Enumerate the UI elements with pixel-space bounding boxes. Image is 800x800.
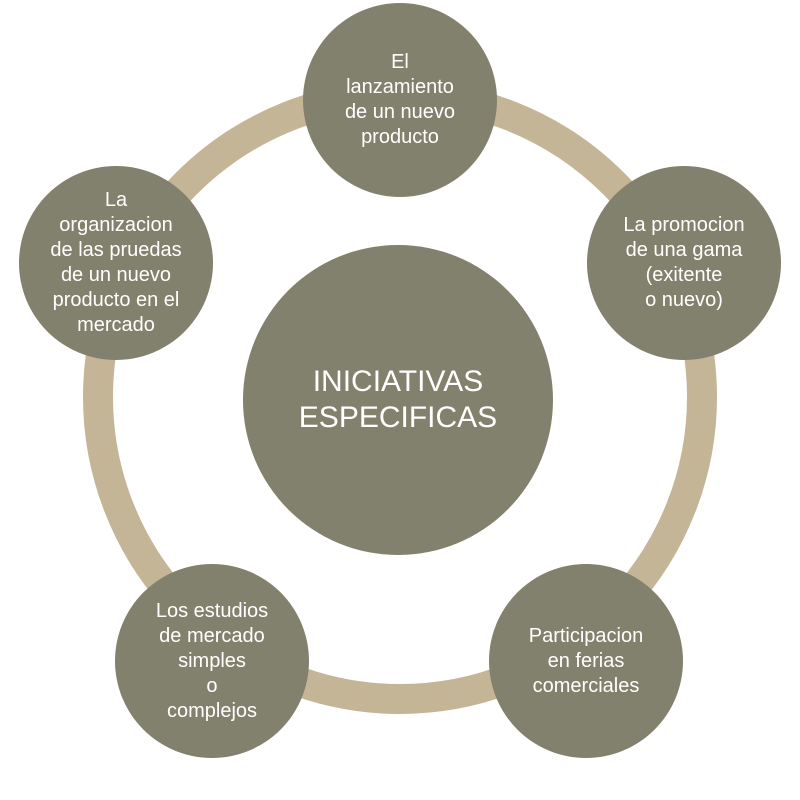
node-product-launch: El lanzamiento de un nuevo producto [303,3,497,197]
center-circle: INICIATIVAS ESPECIFICAS [243,245,553,555]
node-label: El lanzamiento de un nuevo producto [344,51,456,148]
node-product-testing: La organizacion de las pruedas de un nue… [19,166,213,360]
node-label: Los estudios de mercado simples o comple… [155,599,269,722]
node-label: La organizacion de las pruedas de un nue… [50,189,182,336]
node-range-promotion: La promocion de una gama (exitente o nue… [587,166,781,360]
node-market-studies: Los estudios de mercado simples o comple… [115,564,309,758]
center-label: INICIATIVAS ESPECIFICAS [298,365,498,434]
node-label: Participacion en ferias comerciales [528,624,644,697]
node-trade-fairs: Participacion en ferias comerciales [489,564,683,758]
node-label: La promocion de una gama (exitente o nue… [623,214,745,311]
